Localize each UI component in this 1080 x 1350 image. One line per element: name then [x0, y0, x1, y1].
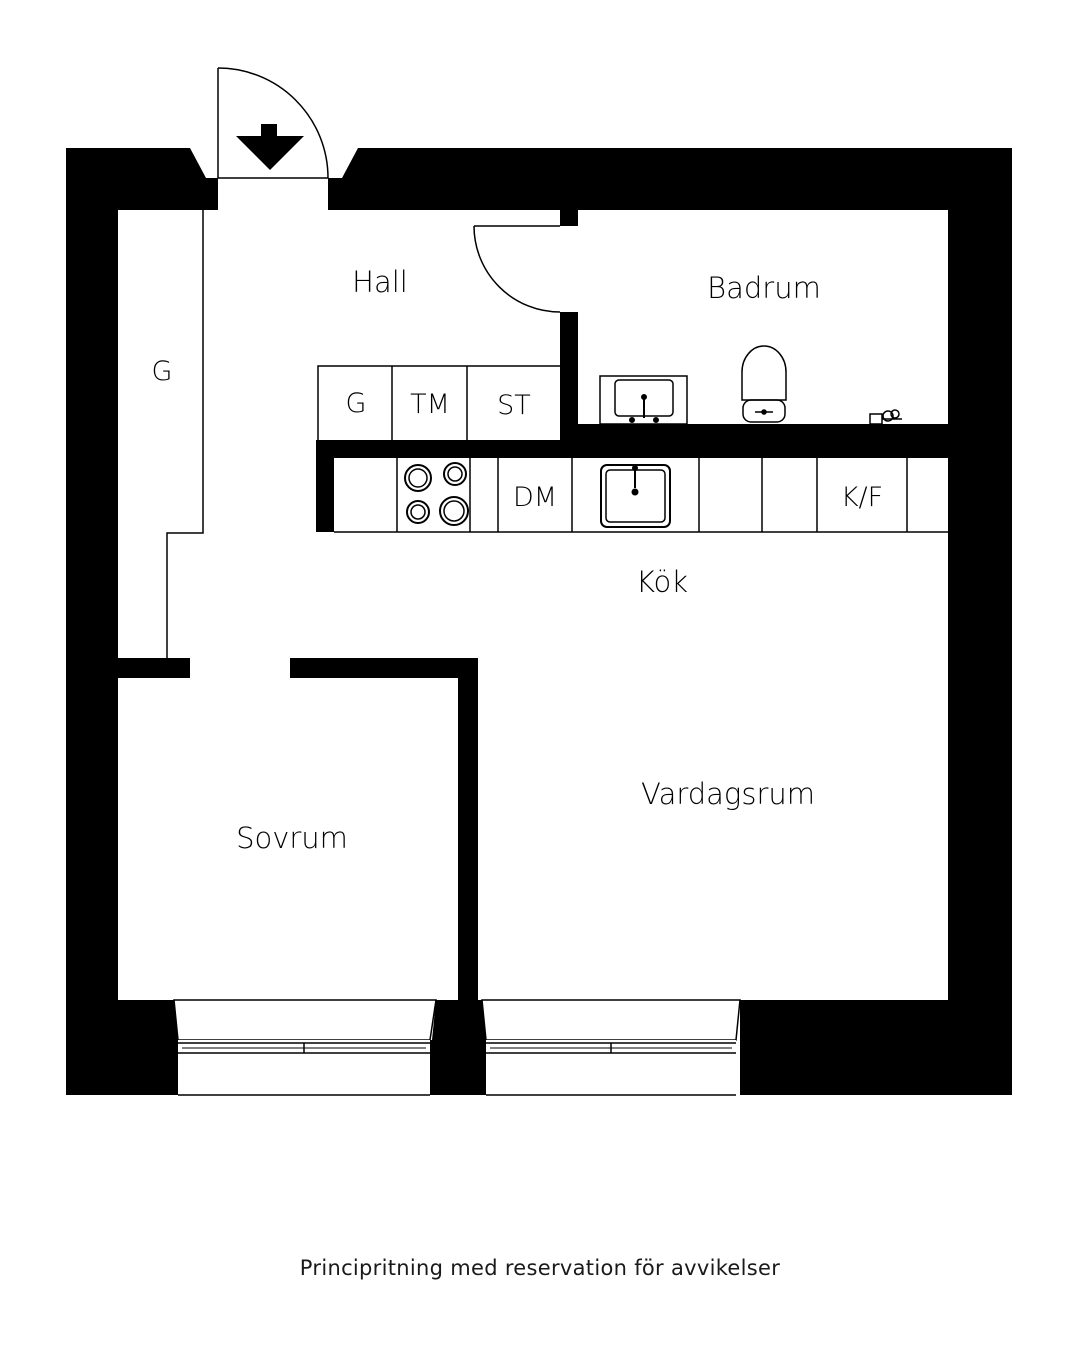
room-label-sovrum: Sovrum [236, 821, 348, 855]
outer-walls [66, 148, 1012, 1095]
stove-icon [404, 462, 469, 526]
fixture-label-tm: TM [410, 389, 450, 420]
room-label-badrum: Badrum [707, 271, 821, 305]
hall-cabinets [317, 365, 560, 440]
window-vardagsrum [481, 999, 741, 1096]
interior-walls [118, 210, 948, 1000]
entrance-door [217, 67, 329, 179]
fixture-label-st: ST [497, 390, 531, 421]
bathroom-sink-icon [599, 375, 688, 425]
room-label-kok: Kök [636, 565, 688, 599]
room-label-vardagsrum: Vardagsrum [641, 777, 815, 811]
window-sovrum [173, 999, 437, 1096]
faucet-icon [869, 409, 902, 425]
fixture-label-cabinet-g: G [346, 388, 367, 419]
disclaimer-footer: Principritning med reservation för avvik… [299, 1256, 781, 1280]
room-label-hall: Hall [352, 265, 408, 299]
kitchen-sink-icon [600, 464, 671, 528]
toilet-icon [741, 345, 787, 423]
fixture-label-kf: K/F [841, 482, 883, 513]
fixture-label-hall-wardrobe: G [152, 356, 173, 387]
kitchen-counter [334, 458, 948, 533]
entrance-arrow-icon [236, 124, 304, 170]
fixture-label-dm: DM [513, 482, 557, 513]
bathroom-door [473, 225, 561, 313]
hall-wardrobe [166, 210, 204, 658]
